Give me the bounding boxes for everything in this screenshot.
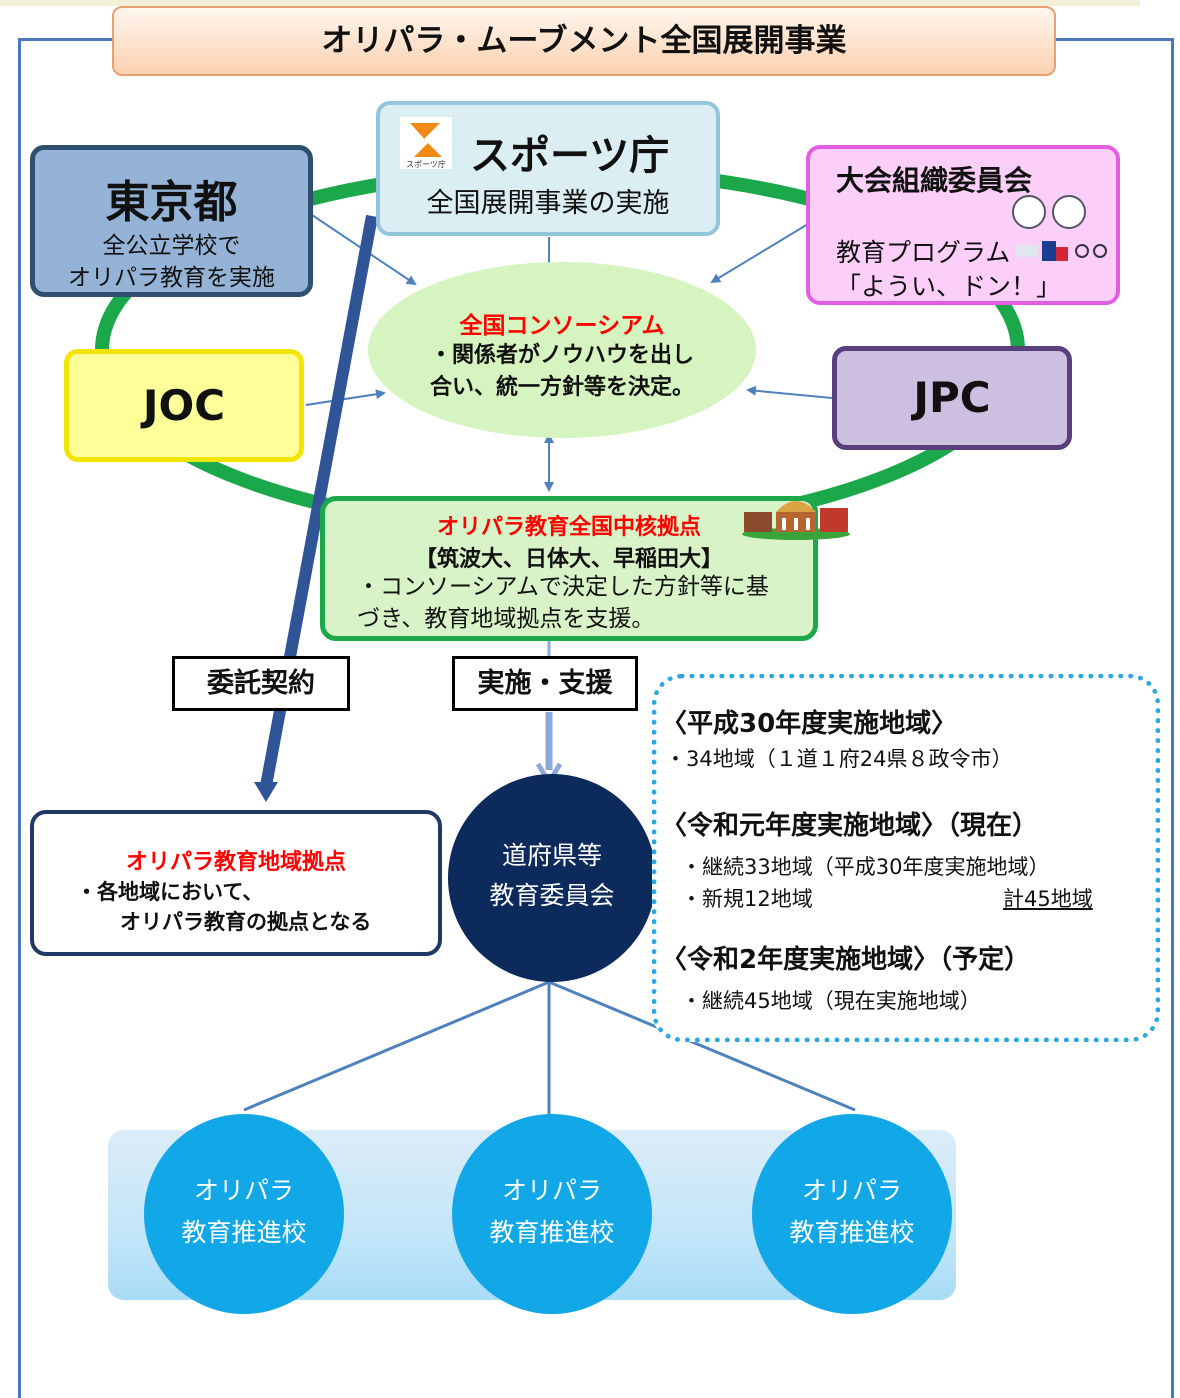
prefecture-line2: 教育委員会 (489, 881, 615, 910)
support-label: 実施・支援 (452, 656, 638, 711)
promotion-school-circle: オリパラ 教育推進校 (144, 1114, 344, 1314)
r2-line: ・継続45地域（現在実施地域） (681, 989, 981, 1013)
implementation-areas-box: 〈平成30年度実施地域〉 ・34地域（１道１府24県８政令市） 〈令和元年度実施… (652, 674, 1160, 1042)
promotion-school-circle: オリパラ 教育推進校 (752, 1114, 952, 1314)
consortium-title: 全国コンソーシアム (459, 313, 665, 339)
r1-line1: ・継続33地域（平成30年度実施地域） (681, 855, 1050, 879)
organizing-line1: 教育プログラム (836, 238, 1011, 267)
prefecture-line1: 道府県等 (501, 841, 602, 870)
core-hub-description: ・コンソーシアムで決定した方針等に基 づき、教育地域拠点を支援。 (357, 571, 769, 635)
core-hub-line2: づき、教育地域拠点を支援。 (357, 606, 655, 632)
branch-left (243, 980, 550, 1112)
h30-line: ・34地域（１道１府24県８政令市） (665, 747, 1013, 771)
organizing-line2: 「ようい、ドン！」 (836, 272, 1062, 301)
arrow-jpc-to-consortium (746, 385, 833, 399)
h30-title: 〈平成30年度実施地域〉 (661, 709, 958, 739)
prefecture-board-circle: 道府県等 教育委員会 (448, 774, 656, 982)
program-logo-icon (1016, 241, 1107, 261)
core-hub-line1: ・コンソーシアムで決定した方針等に基 (357, 574, 769, 600)
arrow-organizing-to-consortium (710, 223, 809, 284)
joc-name: JOC (142, 381, 226, 430)
tokyo-line2: オリパラ教育を実施 (68, 265, 275, 291)
tokyo-name: 東京都 (105, 177, 238, 228)
jpc-name: JPC (913, 373, 991, 422)
joc-box: JOC (64, 349, 304, 462)
r1-total: 計45地域 (1003, 887, 1093, 911)
organizing-name: 大会組織委員会 (836, 164, 1033, 197)
tokyo-box: 東京都 全公立学校で オリパラ教育を実施 (30, 145, 313, 297)
regional-hub-title: オリパラ教育地域拠点 (125, 850, 346, 875)
core-hub-title: オリパラ教育全国中核拠点 (436, 515, 701, 540)
promotion-school-circle: オリパラ 教育推進校 (452, 1114, 652, 1314)
sports-agency-name: スポーツ庁 (470, 133, 670, 179)
organizing-committee-box: 大会組織委員会 教育プログラム 「ようい、ドン！」 (806, 145, 1120, 305)
r1-line2: ・新規12地域 (681, 887, 813, 911)
jpc-box: JPC (832, 346, 1072, 450)
school-line2: 教育推進校 (789, 1218, 915, 1247)
olympic-emblem-icon (1012, 195, 1046, 229)
school-line1: オリパラ (501, 1176, 602, 1205)
sports-agency-box: スポーツ庁 スポーツ庁 全国展開事業の実施 (376, 101, 720, 236)
consortium-line1: ・関係者がノウハウを出し (429, 343, 694, 368)
consortium-ellipse: 全国コンソーシアム ・関係者がノウハウを出し 合い、統一方針等を決定。 (368, 262, 756, 438)
core-hub-box: オリパラ教育全国中核拠点 【筑波大、日体大、早稲田大】 ・コンソーシアムで決定し… (320, 496, 818, 641)
arrow-joc-to-consortium (305, 389, 386, 406)
sports-agency-subtitle: 全国展開事業の実施 (426, 188, 670, 219)
school-line2: 教育推進校 (181, 1218, 307, 1247)
university-building-icon (742, 501, 850, 540)
logo-caption: スポーツ庁 (406, 159, 446, 169)
branch-right (548, 980, 856, 1112)
school-line1: オリパラ (801, 1176, 902, 1205)
contract-label: 委託契約 (172, 656, 350, 711)
r1-title: 〈令和元年度実施地域〉（現在） (661, 811, 1039, 841)
regional-hub-line1: ・各地域において、 (76, 880, 264, 904)
paralympic-emblem-icon (1052, 195, 1086, 229)
page-title: オリパラ・ムーブメント全国展開事業 (112, 6, 1056, 76)
core-hub-members: 【筑波大、日体大、早稲田大】 (414, 547, 723, 572)
regional-hub-box: オリパラ教育地域拠点 ・各地域において、 オリパラ教育の拠点となる (30, 810, 442, 956)
sports-agency-logo-icon: スポーツ庁 (400, 117, 452, 169)
top-rule (0, 0, 1140, 6)
r2-title: 〈令和2年度実施地域〉（予定） (661, 945, 1031, 975)
school-line2: 教育推進校 (489, 1218, 615, 1247)
tokyo-line1: 全公立学校で (102, 233, 241, 259)
consortium-line2: 合い、統一方針等を決定。 (429, 375, 694, 400)
contract-arrow-head (254, 782, 278, 802)
regional-hub-line2: オリパラ教育の拠点となる (120, 910, 372, 934)
school-line1: オリパラ (193, 1176, 294, 1205)
